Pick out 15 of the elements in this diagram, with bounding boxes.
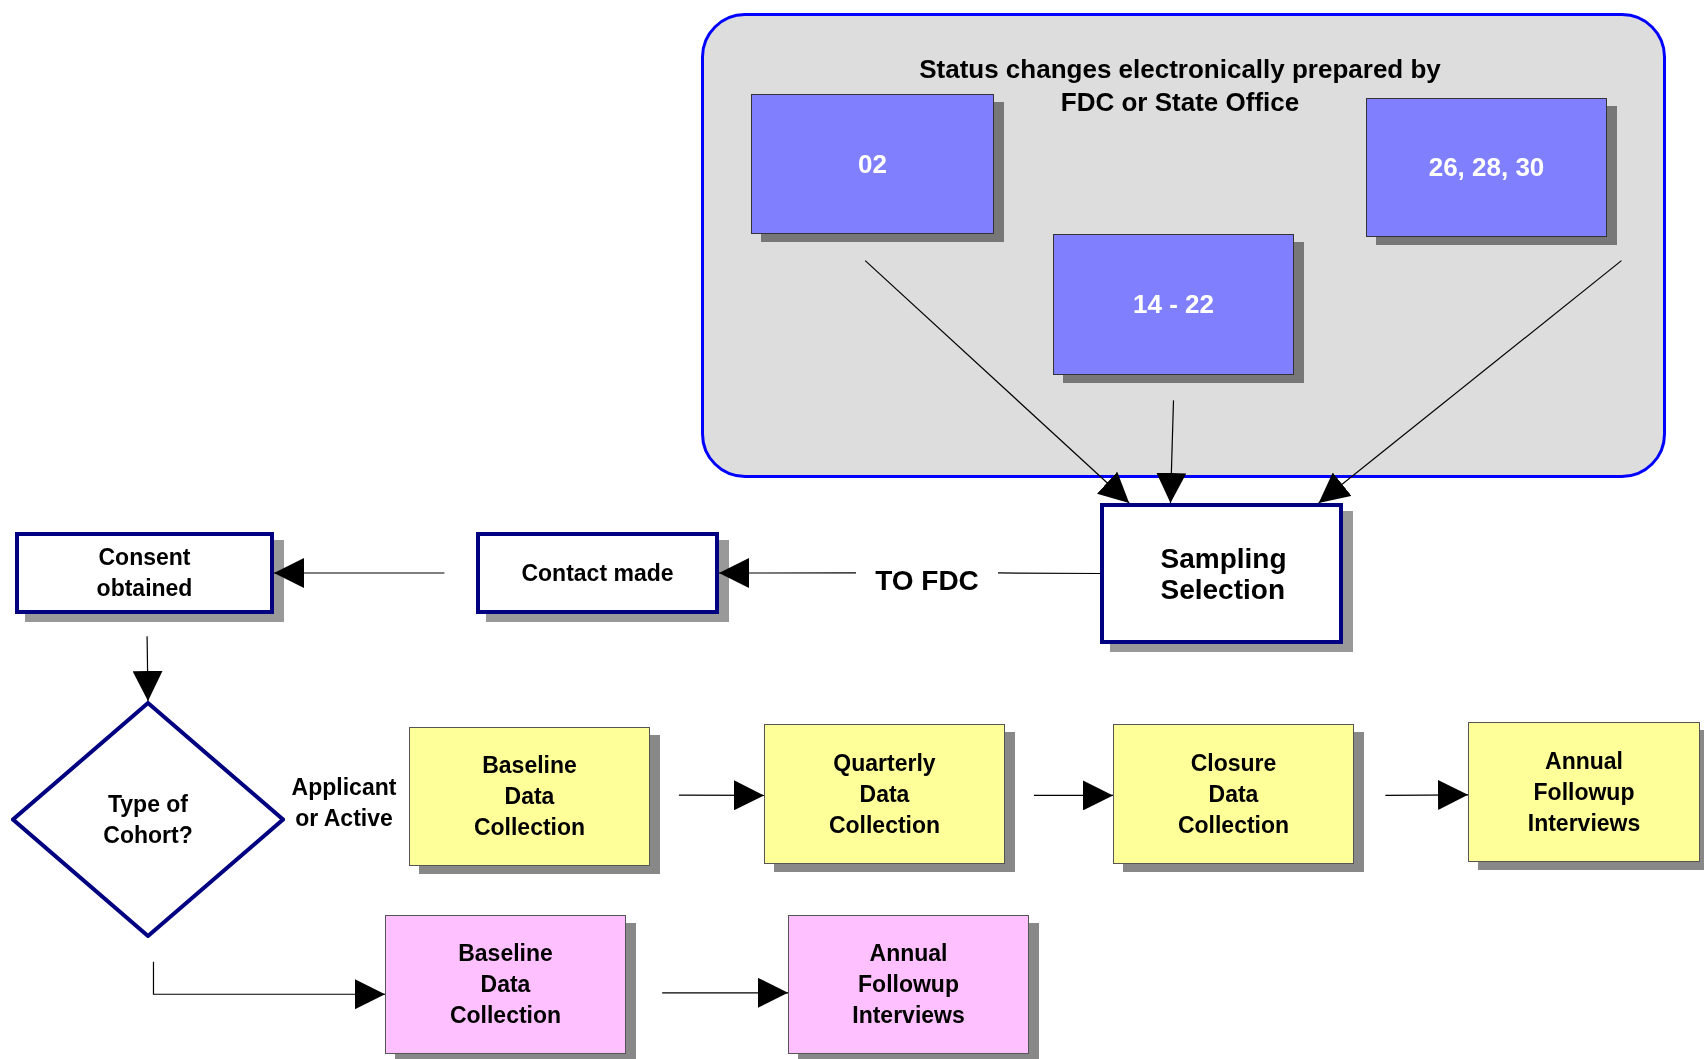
arrow bbox=[132, 635, 163, 702]
arrow bbox=[1033, 780, 1114, 811]
arrow bbox=[273, 558, 445, 588]
arrow bbox=[864, 260, 1130, 504]
branch-label: Applicant or Active bbox=[290, 773, 398, 833]
arrow bbox=[1318, 260, 1623, 504]
arrow bbox=[718, 558, 857, 588]
decision-diamond: Type of Cohort? bbox=[11, 701, 285, 938]
arrow bbox=[1156, 399, 1187, 504]
arrow bbox=[678, 780, 765, 811]
arrow bbox=[661, 977, 789, 1008]
flow-label: TO FDC bbox=[856, 558, 998, 602]
arrow bbox=[1384, 780, 1469, 810]
arrow bbox=[152, 961, 386, 1010]
group-panel bbox=[701, 13, 1666, 478]
